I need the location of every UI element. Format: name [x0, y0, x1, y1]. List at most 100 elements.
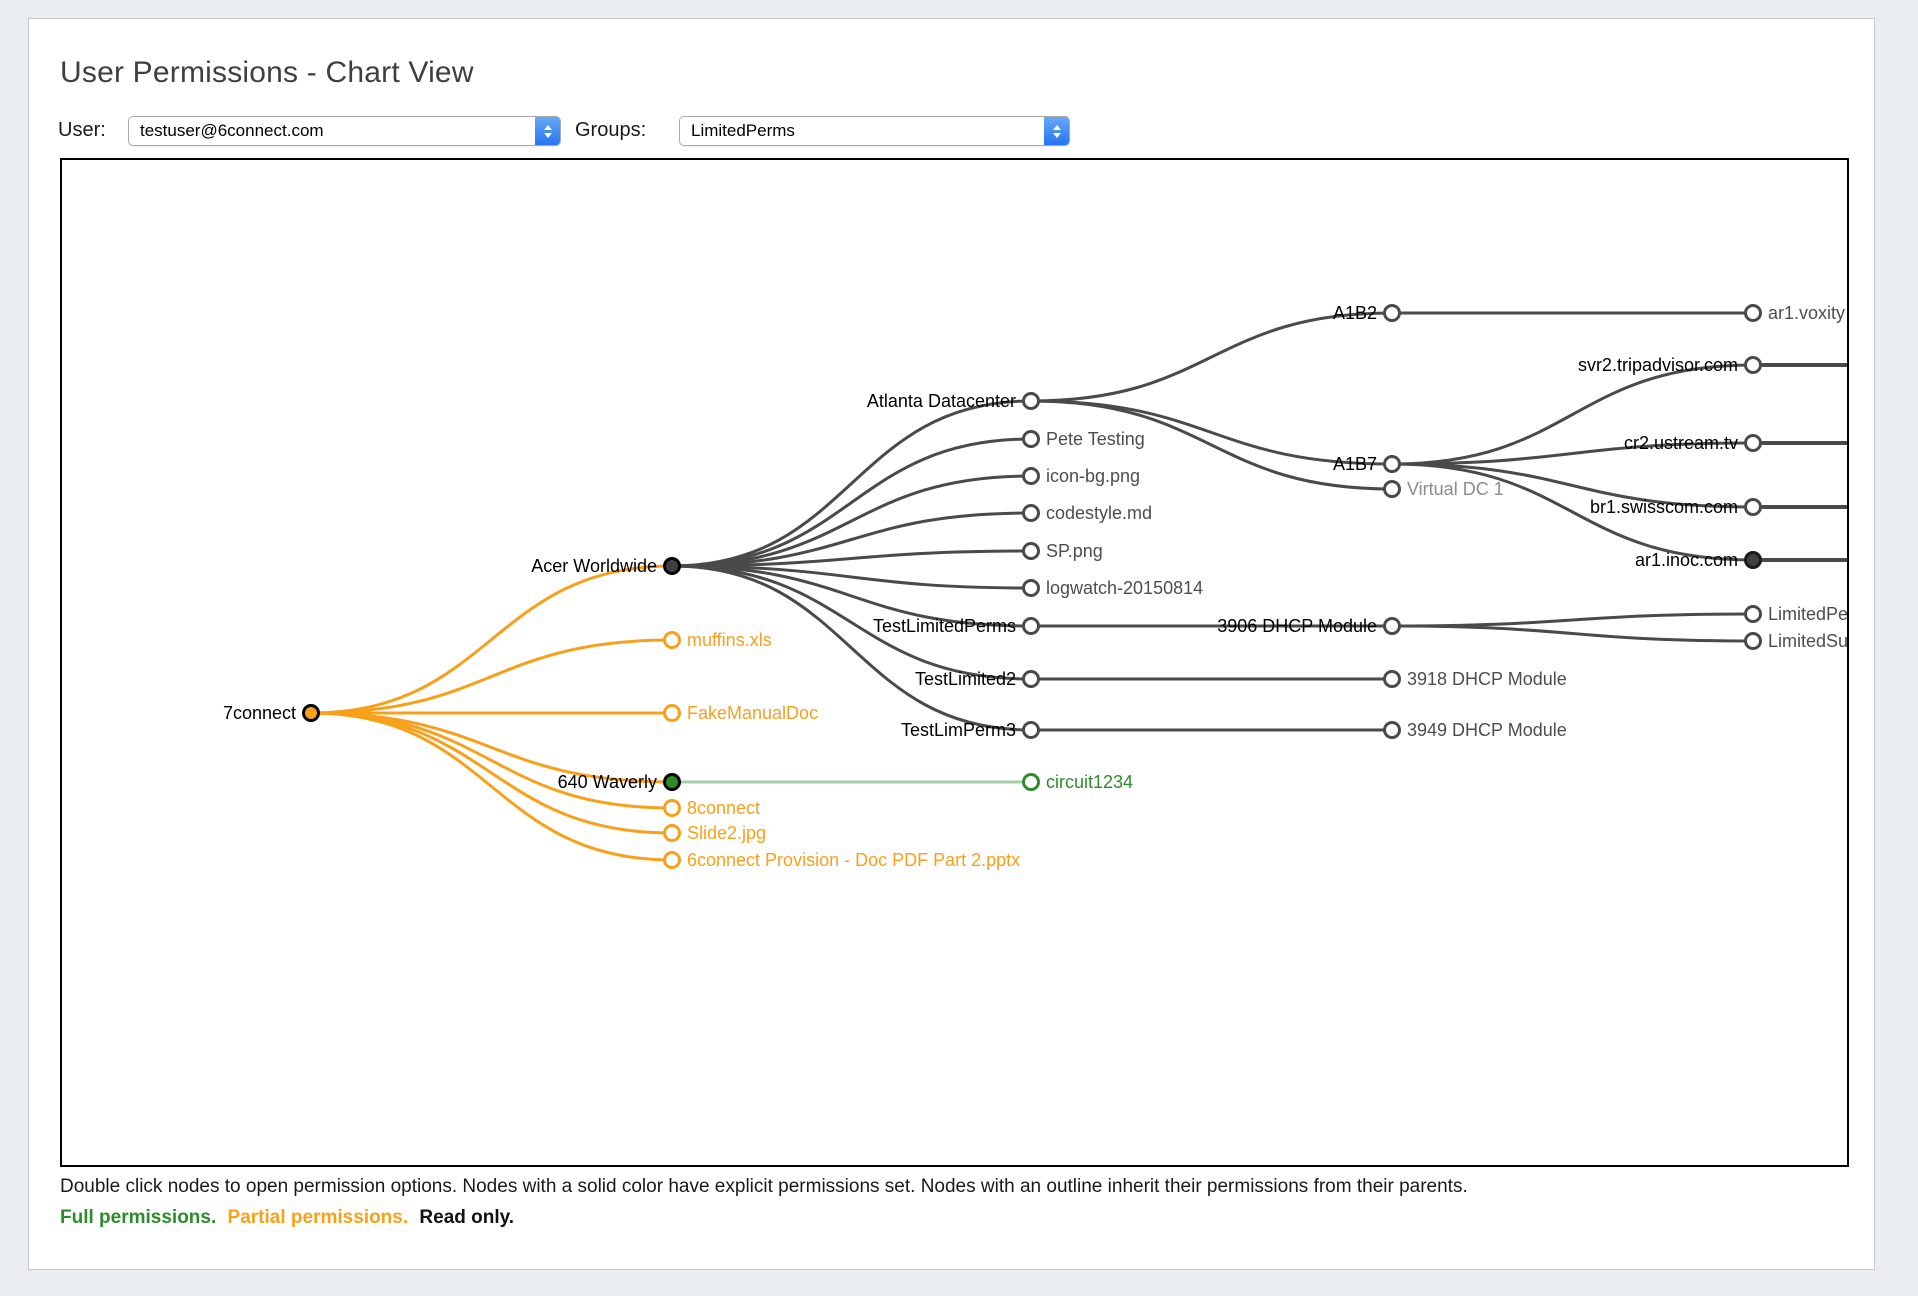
tree-node-label-pete: Pete Testing — [1046, 429, 1145, 449]
tree-link — [1391, 624, 1754, 643]
tree-node-label-limitedsu: LimitedSu — [1768, 631, 1847, 651]
tree-node-label-connect8: 8connect — [687, 798, 760, 818]
tree-node-label-svr2: svr2.tripadvisor.com — [1578, 355, 1738, 375]
tree-node-label-dhcp3918: 3918 DHCP Module — [1407, 669, 1567, 689]
groups-select[interactable]: LimitedPerms — [679, 116, 1070, 146]
tree-node-label-limitedpe: LimitedPe — [1768, 604, 1847, 624]
tree-node-label-fakemanual: FakeManualDoc — [687, 703, 818, 723]
tree-node-label-br1: br1.swisscom.com — [1590, 497, 1738, 517]
user-select[interactable]: testuser@6connect.com — [128, 116, 561, 146]
tree-link — [671, 564, 1032, 732]
tree-link — [671, 564, 1032, 590]
tree-node-label-circuit: circuit1234 — [1046, 772, 1133, 792]
tree-node-label-codestyle: codestyle.md — [1046, 503, 1152, 523]
tree-node-label-waverly: 640 Waverly — [558, 772, 657, 792]
tree-node-label-ar1inoc: ar1.inoc.com — [1635, 550, 1738, 570]
page-title: User Permissions - Chart View — [60, 56, 474, 89]
tree-node-testlimperms[interactable] — [1022, 617, 1040, 635]
tree-node-root[interactable] — [302, 704, 320, 722]
chevron-up-icon — [543, 124, 552, 130]
tree-node-label-atlanta: Atlanta Datacenter — [867, 391, 1016, 411]
tree-node-pete[interactable] — [1022, 430, 1040, 448]
select-stepper-icon — [535, 117, 560, 145]
tree-link — [671, 437, 1032, 568]
tree-link — [310, 564, 673, 715]
tree-node-iconbg[interactable] — [1022, 467, 1040, 485]
tree-node-atlanta[interactable] — [1022, 392, 1040, 410]
tree-node-ar1inoc[interactable] — [1744, 551, 1762, 569]
user-select-value: testuser@6connect.com — [140, 121, 324, 140]
tree-node-muffins[interactable] — [663, 631, 681, 649]
tree-node-codestyle[interactable] — [1022, 504, 1040, 522]
tree-node-label-a1b7: A1B7 — [1333, 454, 1377, 474]
tree-link — [1030, 399, 1393, 491]
tree-node-voxity[interactable] — [1744, 304, 1762, 322]
tree-link — [310, 711, 673, 862]
tree-node-virtualdc[interactable] — [1383, 480, 1401, 498]
tree-node-label-root: 7connect — [223, 703, 296, 723]
tree-link — [310, 711, 673, 810]
tree-node-label-voxity: ar1.voxity — [1768, 303, 1845, 323]
tree-node-label-logwatch: logwatch-20150814 — [1046, 578, 1203, 598]
tree-node-limitedsu[interactable] — [1744, 632, 1762, 650]
tree-link — [671, 511, 1032, 568]
tree-node-label-virtualdc: Virtual DC 1 — [1407, 479, 1504, 499]
tree-node-waverly[interactable] — [663, 773, 681, 791]
legend-partial-permissions: Partial permissions. — [227, 1207, 409, 1228]
chevron-down-icon — [543, 132, 552, 138]
tree-link — [1030, 311, 1393, 403]
tree-link — [671, 474, 1032, 568]
groups-select-value: LimitedPerms — [691, 121, 795, 140]
tree-node-label-cr2: cr2.ustream.tv — [1624, 433, 1738, 453]
tree-node-a1b2[interactable] — [1383, 304, 1401, 322]
tree-link — [1391, 363, 1754, 466]
tree-node-label-sppng: SP.png — [1046, 541, 1103, 561]
tree-link — [671, 399, 1032, 568]
select-stepper-icon — [1044, 117, 1069, 145]
tree-node-dhcp3918[interactable] — [1383, 670, 1401, 688]
tree-node-fakemanual[interactable] — [663, 704, 681, 722]
tree-node-label-provision: 6connect Provision - Doc PDF Part 2.pptx — [687, 850, 1020, 870]
groups-label: Groups: — [575, 119, 647, 141]
tree-node-svr2[interactable] — [1744, 356, 1762, 374]
tree-node-label-iconbg: icon-bg.png — [1046, 466, 1140, 486]
legend-read-only: Read only. — [419, 1207, 515, 1228]
legend: Double click nodes to open permission op… — [60, 1176, 1760, 1229]
tree-node-label-a1b2: A1B2 — [1333, 303, 1377, 323]
tree-link — [1391, 441, 1754, 466]
tree-node-slide2[interactable] — [663, 824, 681, 842]
tree-node-limitedpe[interactable] — [1744, 605, 1762, 623]
tree-node-testlimperm3[interactable] — [1022, 721, 1040, 739]
tree-node-provision[interactable] — [663, 851, 681, 869]
tree-link — [671, 549, 1032, 568]
tree-link — [671, 564, 1032, 681]
tree-link — [310, 638, 673, 715]
tree-link — [671, 564, 1032, 628]
tree-node-label-dhcp3906: 3906 DHCP Module — [1217, 616, 1377, 636]
tree-node-a1b7[interactable] — [1383, 455, 1401, 473]
tree-node-sppng[interactable] — [1022, 542, 1040, 560]
tree-node-label-testlimperms: TestLimitedPerms — [873, 616, 1016, 636]
tree-link — [1391, 612, 1754, 628]
tree-node-logwatch[interactable] — [1022, 579, 1040, 597]
tree-node-cr2[interactable] — [1744, 434, 1762, 452]
tree-node-testlimited2[interactable] — [1022, 670, 1040, 688]
tree-node-br1[interactable] — [1744, 498, 1762, 516]
tree-node-label-acer: Acer Worldwide — [531, 556, 657, 576]
tree-node-dhcp3906[interactable] — [1383, 617, 1401, 635]
chevron-up-icon — [1052, 124, 1061, 130]
tree-node-label-slide2: Slide2.jpg — [687, 823, 766, 843]
tree-node-acer[interactable] — [663, 557, 681, 575]
legend-help-text: Double click nodes to open permission op… — [60, 1176, 1468, 1197]
tree-node-label-testlimited2: TestLimited2 — [915, 669, 1016, 689]
tree-link — [1391, 462, 1754, 509]
legend-items: Full permissions. Partial permissions. R… — [60, 1207, 1760, 1229]
tree-node-dhcp3949[interactable] — [1383, 721, 1401, 739]
controls-row: User: testuser@6connect.com Groups: Limi… — [29, 116, 1874, 146]
main-card: User Permissions - Chart View User: test… — [28, 18, 1875, 1270]
chevron-down-icon — [1052, 132, 1061, 138]
tree-node-circuit[interactable] — [1022, 773, 1040, 791]
tree-node-connect8[interactable] — [663, 799, 681, 817]
